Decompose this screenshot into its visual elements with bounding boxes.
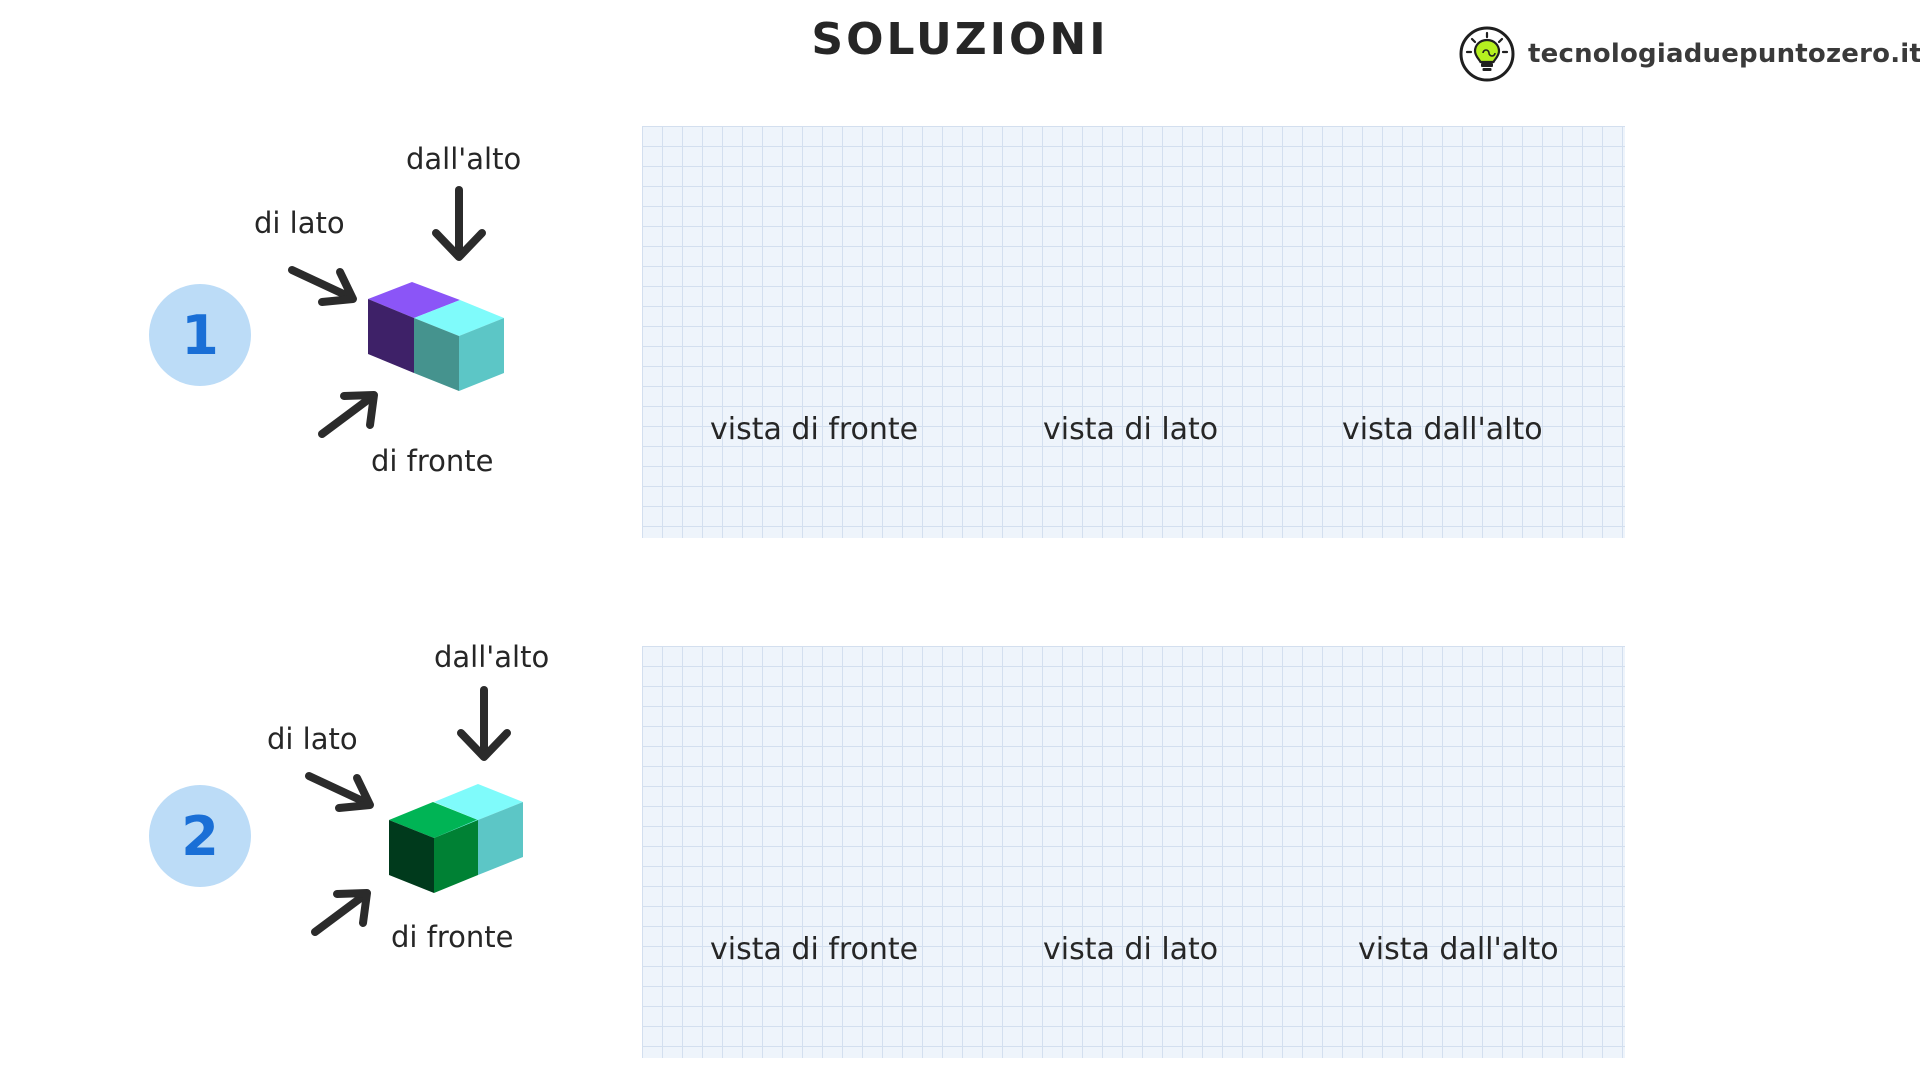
cube-face (434, 784, 523, 820)
cube-face (414, 300, 504, 336)
exercise-number-badge: 1 (149, 284, 251, 386)
arrow-up-right-icon (318, 391, 378, 438)
cube-face (434, 800, 523, 838)
cube-face (368, 282, 460, 318)
view-label-front: vista di fronte (710, 932, 919, 967)
block-figure-1 (368, 282, 504, 391)
cube-face (478, 802, 523, 875)
label-from-side: di lato (267, 722, 358, 756)
view-label-side: vista di lato (1043, 412, 1219, 447)
view-label-front: vista di fronte (710, 412, 919, 447)
cube-face (389, 820, 434, 893)
answer-grid-1[interactable]: vista di fronte vista di lato vista dall… (642, 126, 1625, 538)
cube-face (389, 802, 478, 838)
arrow-down-icon (457, 686, 511, 761)
cube-face (414, 318, 459, 391)
view-label-top: vista dall'alto (1358, 932, 1559, 967)
view-label-top: vista dall'alto (1342, 412, 1543, 447)
cube-face (368, 299, 414, 373)
label-from-front: di fronte (391, 920, 514, 954)
arrow-right-icon (288, 266, 357, 306)
cube-face (434, 820, 478, 893)
label-from-top: dall'alto (406, 142, 522, 176)
brand[interactable]: tecnologiaduepuntozero.it (1458, 24, 1920, 84)
cube-face (459, 318, 504, 391)
exercise-number-badge: 2 (149, 785, 251, 887)
brand-site-name[interactable]: tecnologiaduepuntozero.it (1528, 39, 1920, 69)
answer-grid-2[interactable]: vista di fronte vista di lato vista dall… (642, 646, 1625, 1058)
page-title: SOLUZIONI (811, 14, 1109, 65)
view-label-side: vista di lato (1043, 932, 1219, 967)
label-from-top: dall'alto (434, 640, 550, 674)
lightbulb-icon (1459, 26, 1515, 82)
block-figure-2 (389, 784, 523, 893)
arrow-down-icon (432, 186, 486, 261)
label-from-front: di fronte (371, 444, 494, 478)
arrow-up-right-icon (311, 889, 371, 936)
arrow-right-icon (305, 772, 374, 812)
label-from-side: di lato (254, 206, 345, 240)
